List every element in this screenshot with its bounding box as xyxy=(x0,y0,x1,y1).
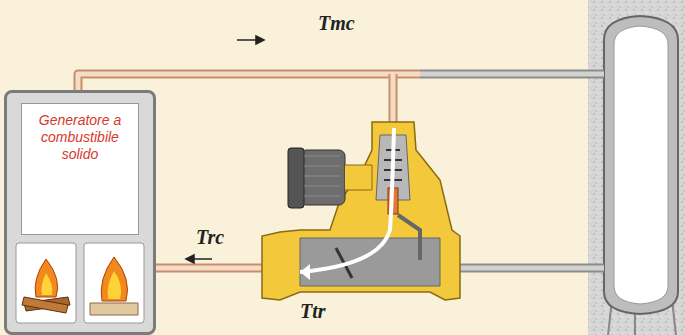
temperature-label: Tmc xyxy=(318,12,355,35)
thermostatic-valve xyxy=(262,122,460,300)
temperature-label: Ttr xyxy=(300,300,326,323)
tank-insulation xyxy=(588,0,685,335)
temperature-label: Trc xyxy=(196,226,224,249)
fire-illustration xyxy=(10,239,150,329)
label-panel: Generatore a combustibile solido xyxy=(21,103,139,235)
generator-label: Generatore a combustibile solido xyxy=(22,104,138,163)
generator-box: Generatore a combustibile solido xyxy=(4,90,156,335)
storage-tank xyxy=(604,16,678,314)
